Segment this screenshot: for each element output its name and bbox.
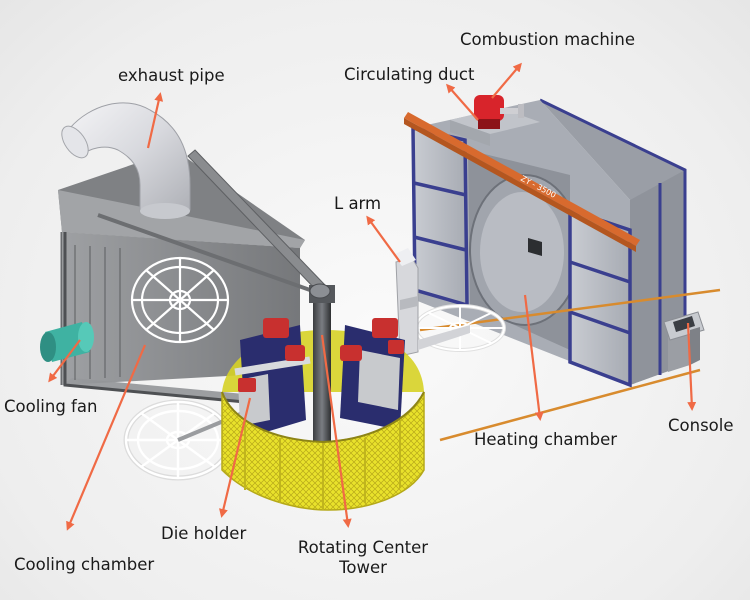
label-die-holder: Die holder: [161, 524, 247, 543]
label-rotating-center-tower: Rotating Center Tower: [292, 538, 434, 578]
rotating-center-tower: [221, 283, 425, 511]
arrow-rotating-center-tower: [320, 334, 352, 528]
console: [663, 311, 705, 372]
l-arm: [393, 248, 470, 357]
combustion-burner: [474, 95, 524, 129]
arrow-combustion-machine: [491, 62, 522, 99]
label-console: Console: [668, 416, 734, 435]
cooling-fan: [40, 322, 94, 362]
label-heating-chamber: Heating chamber: [474, 430, 618, 449]
label-exhaust-pipe: exhaust pipe: [118, 66, 225, 85]
arrow-circulating-duct: [446, 83, 479, 121]
arrow-console: [686, 322, 697, 411]
exhaust-pipe: [61, 102, 191, 219]
label-rotating-center-tower-line1: Rotating Center: [297, 538, 429, 557]
arrow-cooling-chamber: [66, 344, 147, 531]
arrow-exhaust-pipe: [146, 92, 164, 149]
label-rotating-center-tower-line2: Tower: [339, 558, 387, 577]
heating-chamber: [404, 95, 721, 442]
arrow-die-holder: [219, 397, 252, 518]
arrow-heating-chamber: [523, 294, 544, 421]
arrow-l-arm: [366, 215, 401, 263]
label-cooling-chamber: Cooling chamber: [14, 555, 155, 574]
label-combustion-machine: Combustion machine: [460, 30, 635, 49]
callout-arrows: [48, 62, 697, 531]
cooling-chamber: [58, 149, 326, 404]
label-l-arm: L arm: [334, 194, 382, 213]
label-circulating-duct: Circulating duct: [344, 65, 475, 84]
arrow-cooling-fan: [48, 339, 81, 383]
label-cooling-fan: Cooling fan: [4, 397, 98, 416]
